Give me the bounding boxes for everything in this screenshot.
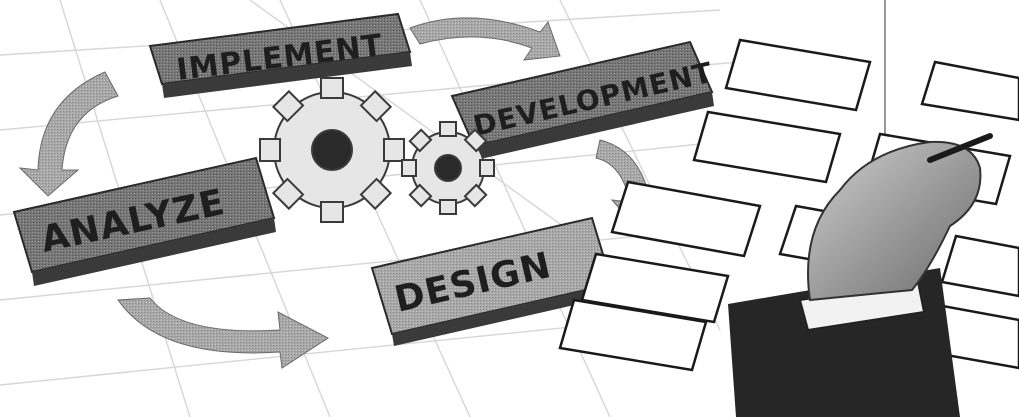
small-gear-icon (402, 122, 494, 214)
gear-icon (260, 78, 404, 222)
